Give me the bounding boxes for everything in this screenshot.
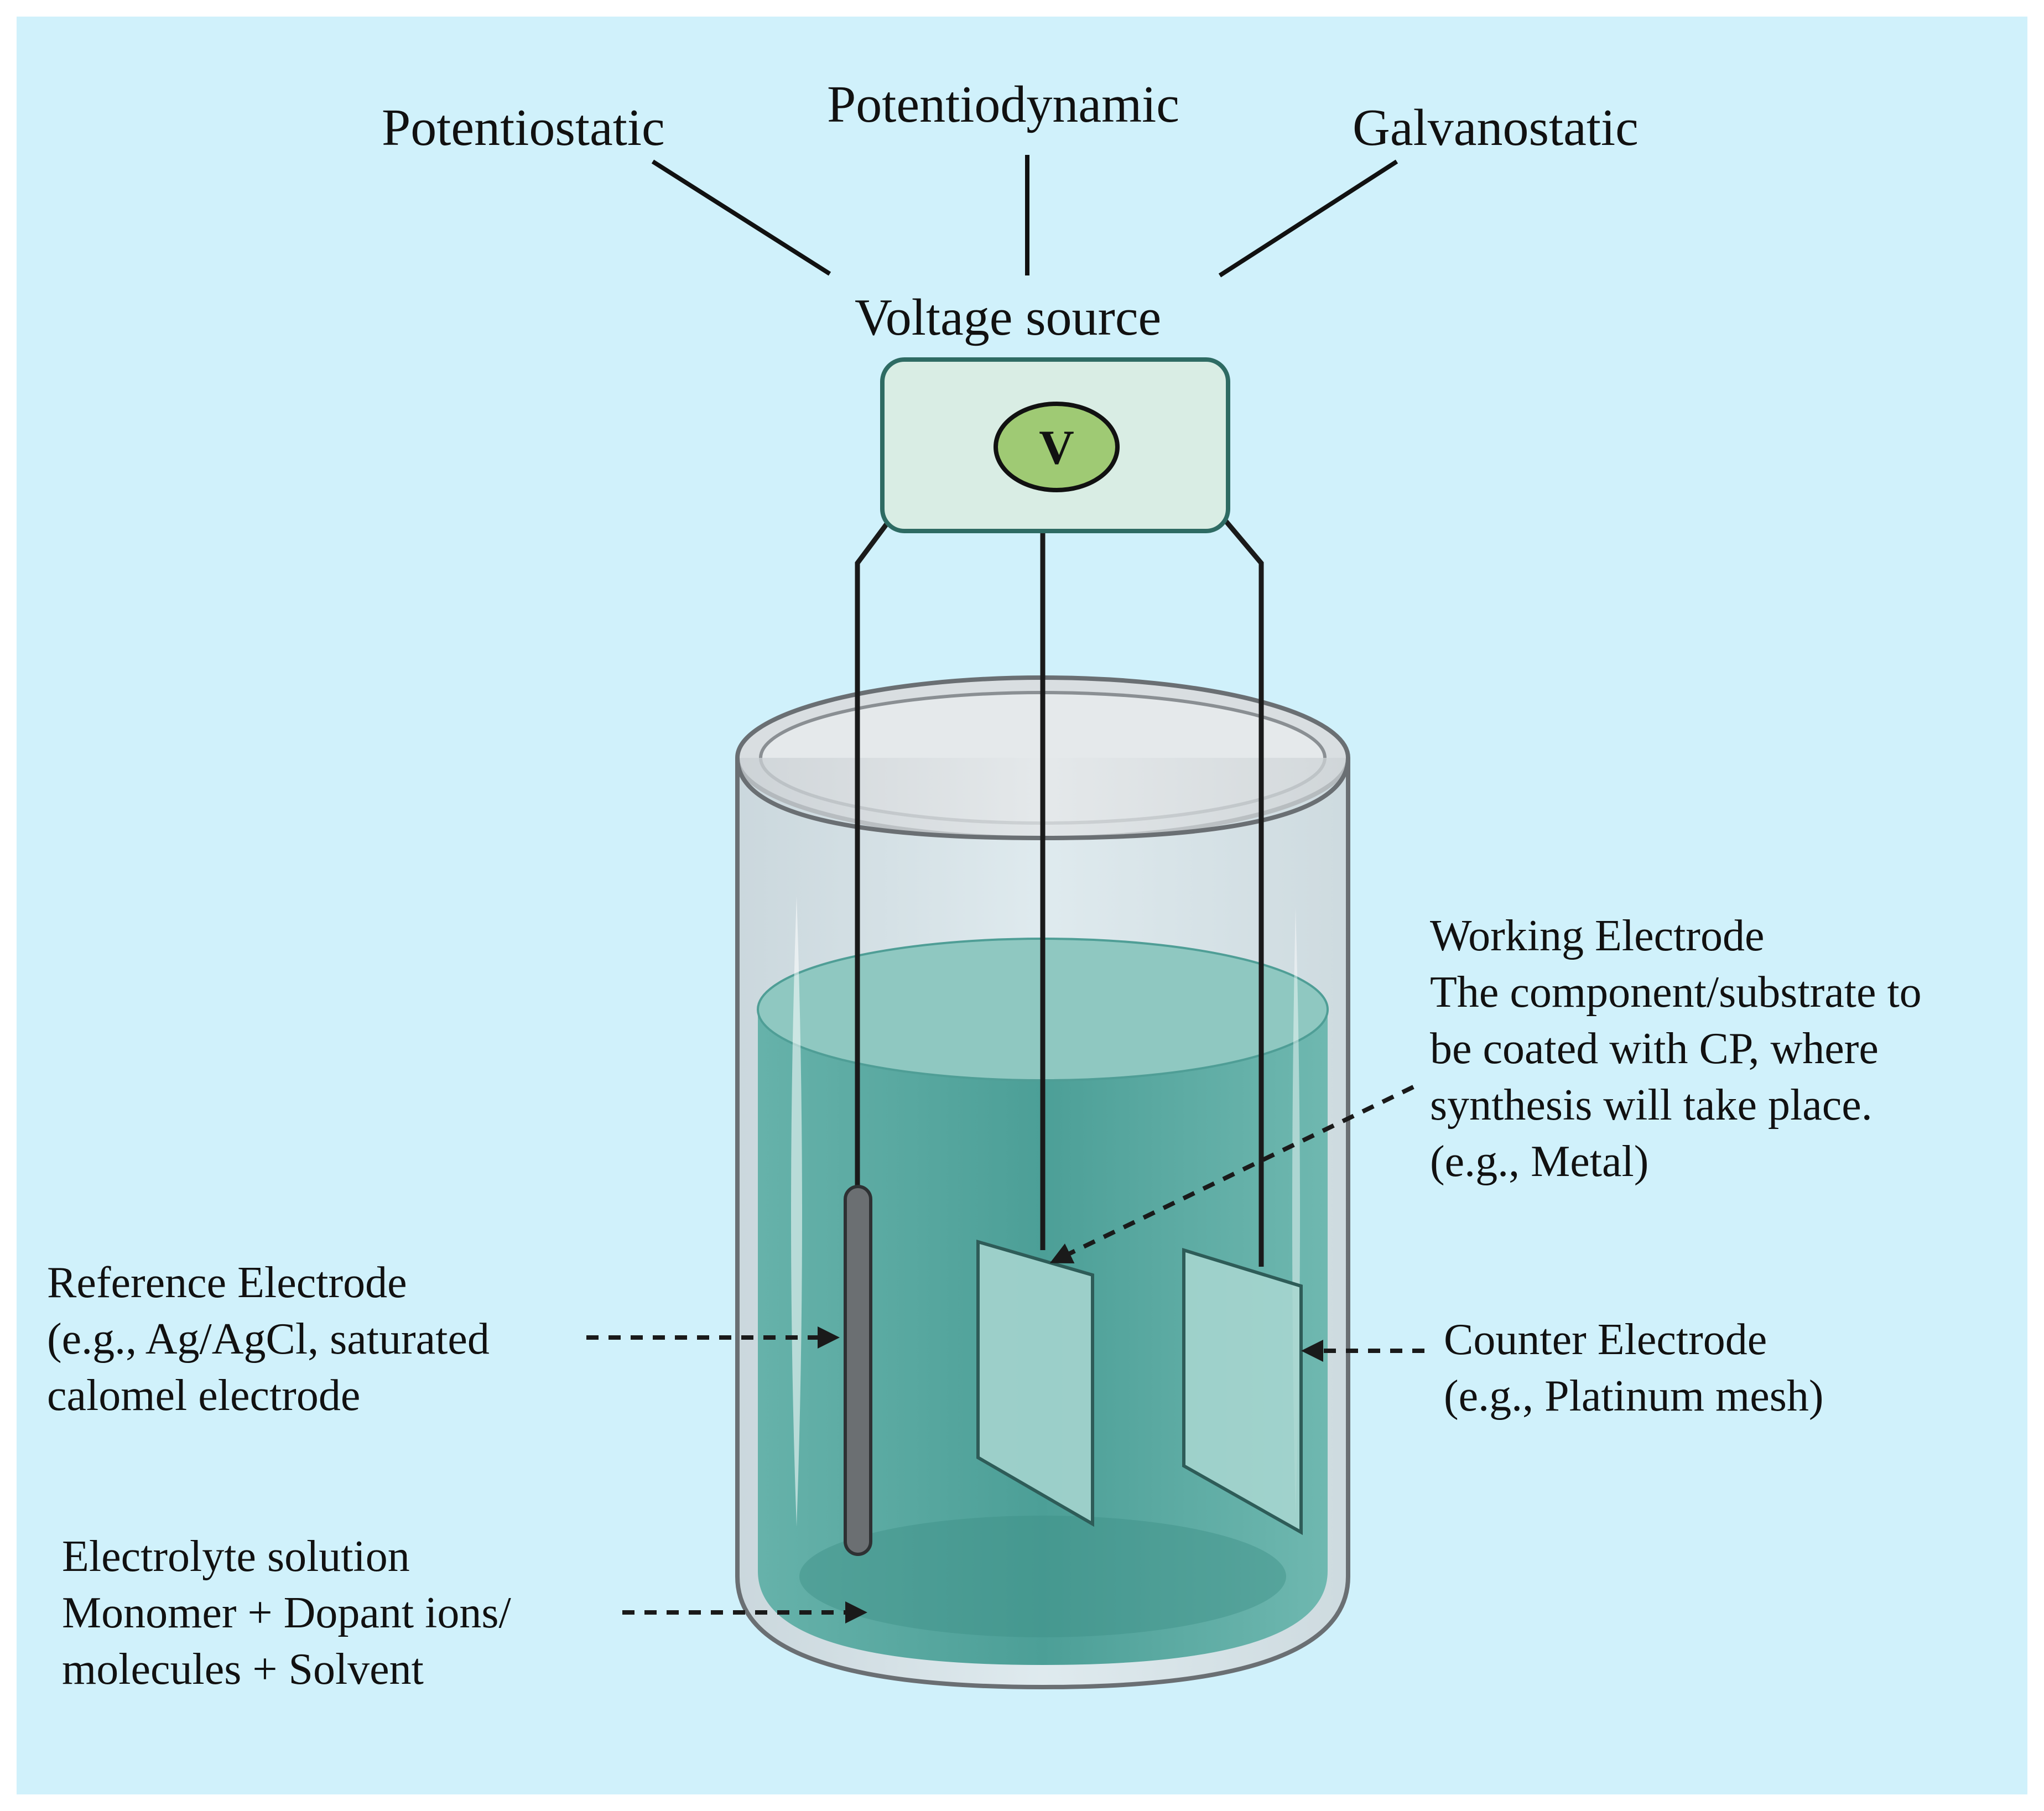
reference-electrode-title: Reference Electrode <box>47 1258 407 1307</box>
voltmeter-icon <box>994 402 1120 492</box>
electrolyte-title: Electrolyte solution <box>62 1532 410 1581</box>
mode-line-potentiostatic <box>651 159 831 276</box>
reference-electrode-label: Reference Electrode (e.g., Ag/AgCl, satu… <box>47 1258 501 1420</box>
reference-electrode-rod <box>844 1185 872 1556</box>
wire-reference <box>855 516 894 1189</box>
voltmeter-symbol: V <box>1039 421 1074 475</box>
reference-electrode-desc-1: (e.g., Ag/AgCl, saturated <box>47 1315 490 1364</box>
working-electrode-desc-3: synthesis will take place. <box>1430 1081 1873 1130</box>
working-electrode-arrow <box>1049 1085 1414 1264</box>
counter-electrode-plate <box>1182 1247 1303 1536</box>
counter-electrode-example: (e.g., Platinum mesh) <box>1444 1372 1824 1420</box>
working-electrode-example: (e.g., Metal) <box>1430 1137 1648 1186</box>
electrolyte-desc-1: Monomer + Dopant ions/ <box>62 1589 511 1637</box>
working-electrode-desc-2: be coated with CP, where <box>1430 1024 1879 1073</box>
working-electrode-label: Working Electrode The component/substrat… <box>1430 912 1933 1186</box>
counter-electrode-title: Counter Electrode <box>1444 1315 1767 1364</box>
glass-highlight-left <box>791 896 802 1527</box>
electrolyte-label: Electrolyte solution Monomer + Dopant io… <box>62 1532 522 1694</box>
reference-electrode-desc-2: calomel electrode <box>47 1371 360 1420</box>
mode-line-galvanostatic <box>1218 159 1398 278</box>
electrolyte-desc-2: molecules + Solvent <box>62 1645 424 1694</box>
mode-label-potentiodynamic: Potentiodynamic <box>827 76 1179 133</box>
mode-label-potentiostatic: Potentiostatic <box>382 99 665 157</box>
working-electrode-title: Working Electrode <box>1430 912 1764 960</box>
working-electrode-desc-1: The component/substrate to <box>1430 968 1922 1017</box>
wire-counter <box>1220 516 1264 1267</box>
working-electrode-plate <box>976 1240 1094 1527</box>
voltage-source-label: Voltage source <box>855 289 1161 346</box>
liquid-bottom-shade <box>799 1516 1286 1637</box>
counter-electrode-label: Counter Electrode (e.g., Platinum mesh) <box>1444 1315 1824 1420</box>
mode-label-galvanostatic: Galvanostatic <box>1353 99 1639 157</box>
